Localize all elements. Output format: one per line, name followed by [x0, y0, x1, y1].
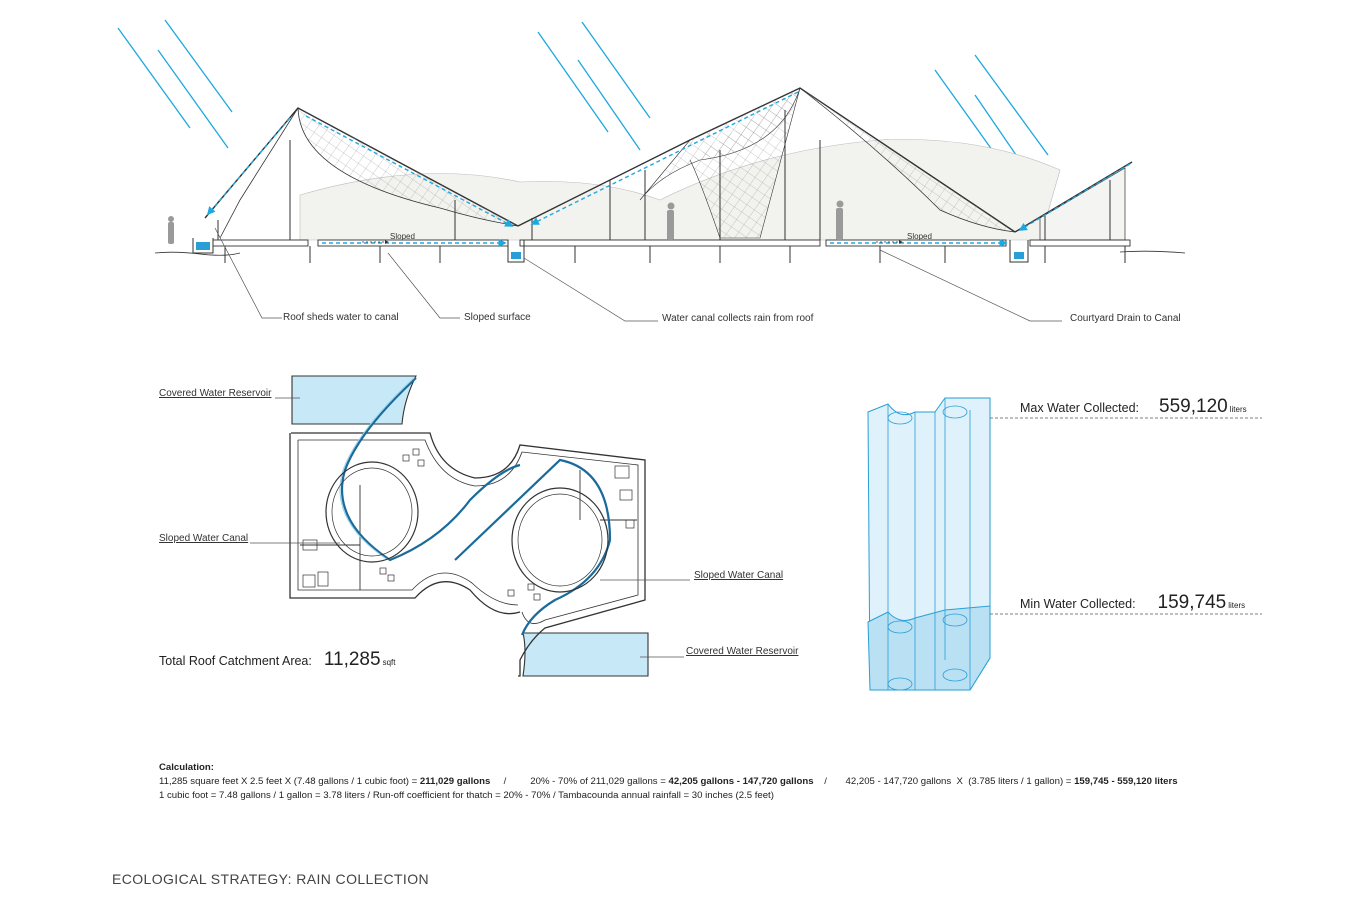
page-title: ECOLOGICAL STRATEGY: RAIN COLLECTION	[112, 871, 430, 887]
leader-lines	[214, 227, 1062, 322]
max-label: Max Water Collected:	[1020, 401, 1140, 415]
rain-lines	[117, 19, 1049, 191]
calc-l1-b-bold: 42,205 gallons - 147,720 gallons	[668, 776, 814, 787]
label-canal-right: Sloped Water Canal	[694, 570, 784, 581]
canal-water	[196, 242, 1024, 259]
flow-arrows	[206, 91, 1131, 248]
calc-l1-a: 11,285 square feet X 2.5 feet X (7.48 ga…	[159, 776, 420, 787]
sloped-label-1: Sloped	[390, 232, 415, 241]
catchment-value: 11,285	[323, 649, 381, 670]
calc-l1-sep2: / 42,205 - 147,720 gallons X (3.785 lite…	[813, 776, 1075, 787]
label-canal-left: Sloped Water Canal	[159, 533, 249, 544]
max-value: 559,120	[1159, 396, 1228, 417]
sloped-label-2: Sloped	[907, 232, 932, 241]
calc-line-2: 1 cubic foot = 7.48 gallons / 1 gallon =…	[159, 790, 774, 801]
label-reservoir-top: Covered Water Reservoir	[159, 388, 272, 399]
calculation-block: Calculation: 11,285 square feet X 2.5 fe…	[159, 761, 1178, 803]
callout-sloped-surface: Sloped surface	[464, 312, 531, 323]
catchment-label: Total Roof Catchment Area:	[159, 654, 312, 668]
calc-l1-sep1: / 20% - 70% of 211,029 gallons =	[490, 776, 669, 787]
min-label: Min Water Collected:	[1020, 597, 1136, 611]
callout-roof-sheds: Roof sheds water to canal	[283, 312, 399, 323]
plan-drawing	[250, 375, 690, 677]
min-unit: liters	[1228, 601, 1246, 610]
label-reservoir-bottom: Covered Water Reservoir	[686, 646, 799, 657]
calc-heading: Calculation:	[159, 762, 214, 773]
min-value: 159,745	[1157, 592, 1227, 613]
max-unit: liters	[1229, 405, 1247, 414]
section-drawing	[154, 87, 1186, 263]
calc-line-1: 11,285 square feet X 2.5 feet X (7.48 ga…	[159, 775, 1178, 789]
people-silhouettes	[168, 200, 844, 244]
water-volume-prism	[867, 397, 1262, 691]
callout-water-canal: Water canal collects rain from roof	[662, 313, 814, 324]
calc-l1-a-bold: 211,029 gallons	[419, 776, 491, 787]
callout-courtyard-drain: Courtyard Drain to Canal	[1070, 313, 1181, 324]
calc-l1-c-bold: 159,745 - 559,120 liters	[1074, 776, 1178, 787]
catchment-unit: sqft	[382, 658, 396, 667]
